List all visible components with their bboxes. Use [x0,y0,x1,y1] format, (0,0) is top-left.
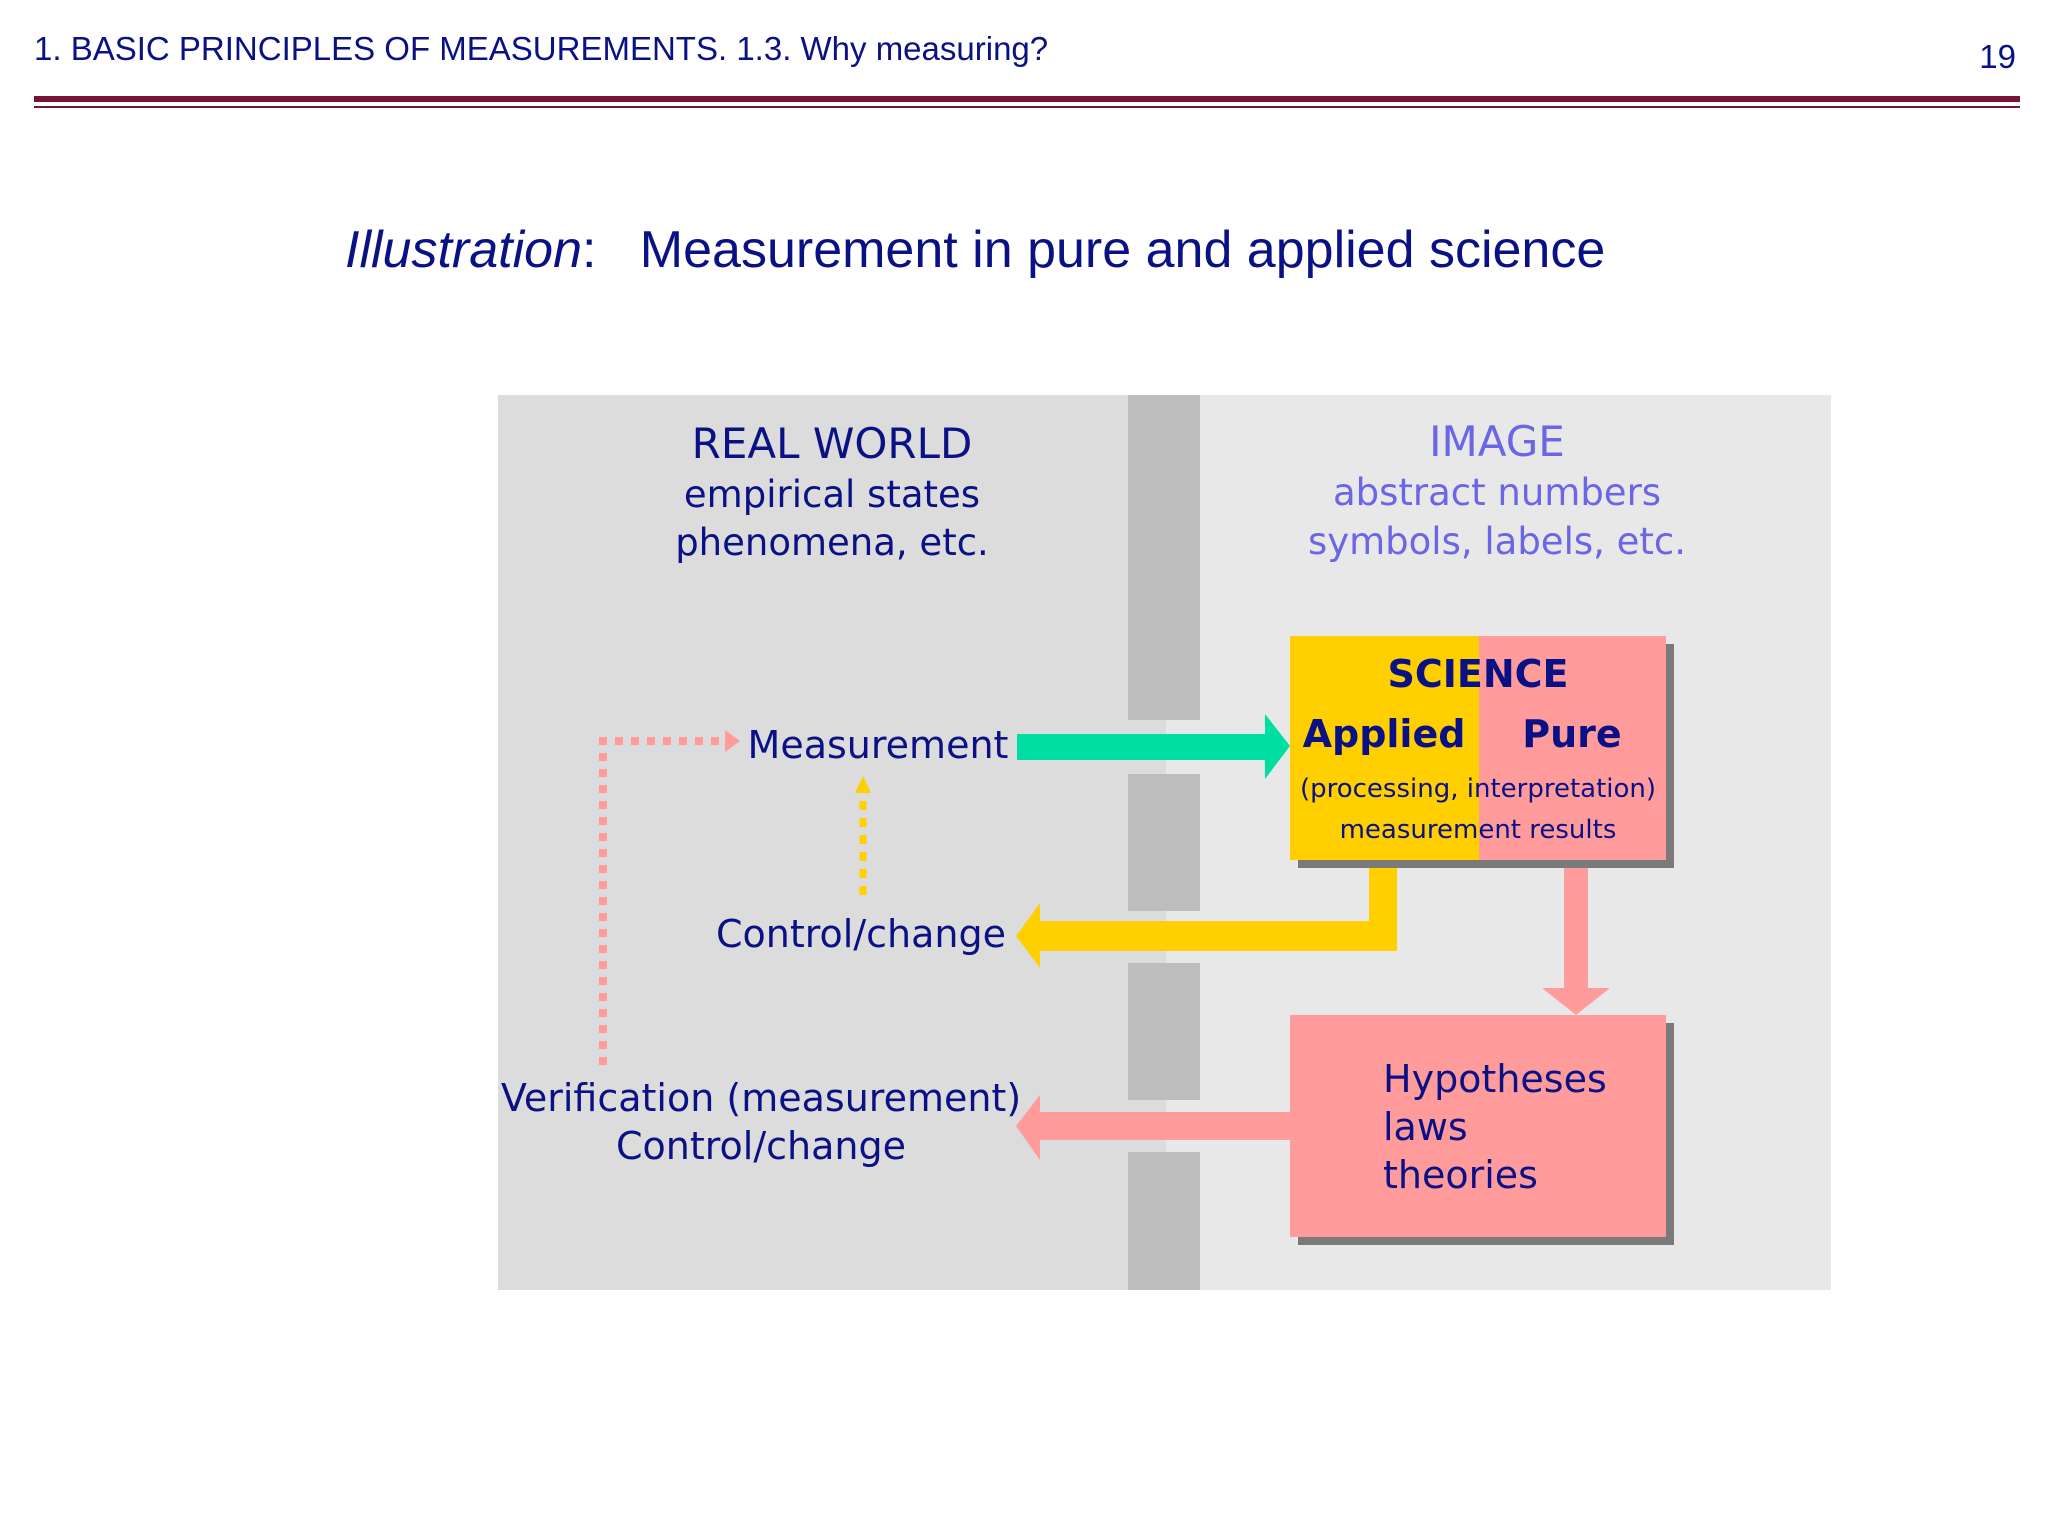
control-feedback-arrow [855,776,871,895]
verification-feedback-arrow [599,730,740,1065]
image-heading: IMAGE [1429,417,1565,466]
hypotheses-line-2: laws [1383,1105,1468,1149]
slide-title-prefix: Illustration [345,221,582,279]
real-world-line-2: phenomena, etc. [675,521,989,564]
verification-line-2: Control/change [616,1124,906,1168]
hypotheses-line-3: theories [1383,1153,1538,1197]
real-world-line-1: empirical states [684,473,980,516]
page-number: 19 [1979,38,2016,75]
pure-to-hypotheses-arrow [1542,860,1610,1015]
real-world-heading: REAL WORLD [692,419,973,468]
header-rule-thin [34,106,2020,108]
science-line-2: measurement results [1340,815,1617,845]
real-world-panel [498,395,1166,1290]
science-line-1: (processing, interpretation) [1300,774,1656,804]
slide-title-colon: : [582,221,597,279]
applied-control-arrow [1016,860,1397,968]
slide-title-main: Measurement in pure and applied science [639,221,1606,279]
hypotheses-line-1: Hypotheses [1383,1057,1607,1101]
header-rule-thick [34,96,2020,102]
science-applied-label: Applied [1303,712,1466,756]
verification-line-1: Verification (measurement) [501,1076,1021,1120]
image-line-2: symbols, labels, etc. [1308,520,1686,563]
science-pure-label: Pure [1522,712,1621,756]
measurement-arrow [1017,714,1290,779]
slide-title: Illustration: Measurement in pure and ap… [345,220,1605,280]
science-box [1290,636,1666,860]
measurement-label: Measurement [748,723,1009,767]
hypotheses-box [1290,1015,1666,1237]
divider-column [1128,395,1200,1290]
control-change-label: Control/change [716,912,1006,956]
hypotheses-verification-arrow [1016,1095,1290,1160]
science-heading: SCIENCE [1387,652,1568,696]
header-title: 1. BASIC PRINCIPLES OF MEASUREMENTS. 1.3… [34,30,1049,67]
image-line-1: abstract numbers [1333,471,1661,514]
